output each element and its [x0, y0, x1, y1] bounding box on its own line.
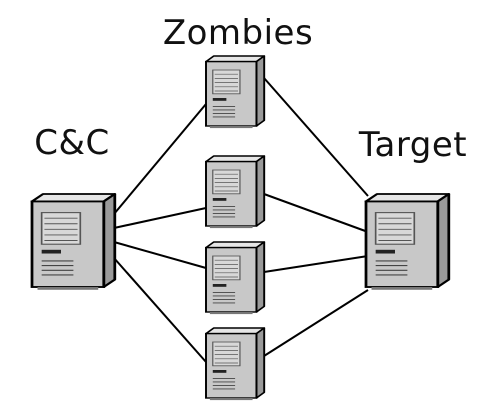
link-cc-zombie-1 — [113, 103, 207, 215]
link-zombie-3-target — [263, 255, 369, 273]
link-zombie-4-target — [263, 289, 369, 357]
zombie-server-1-icon — [205, 55, 266, 130]
zombie-server-4-icon — [205, 327, 266, 402]
link-zombie-2-target — [263, 193, 369, 233]
target-server-icon — [364, 192, 451, 292]
link-cc-zombie-4 — [113, 257, 207, 363]
link-zombie-1-target — [263, 77, 369, 197]
target-label: Target — [358, 125, 468, 165]
zombie-server-2-icon — [205, 155, 266, 230]
zombies-label: Zombies — [162, 13, 314, 53]
cc-server-icon — [30, 192, 117, 292]
cc-label: C&C — [34, 123, 110, 163]
link-cc-zombie-3 — [113, 241, 207, 269]
zombie-server-3-icon — [205, 241, 266, 316]
link-cc-zombie-2 — [113, 207, 207, 229]
connections — [113, 77, 369, 363]
